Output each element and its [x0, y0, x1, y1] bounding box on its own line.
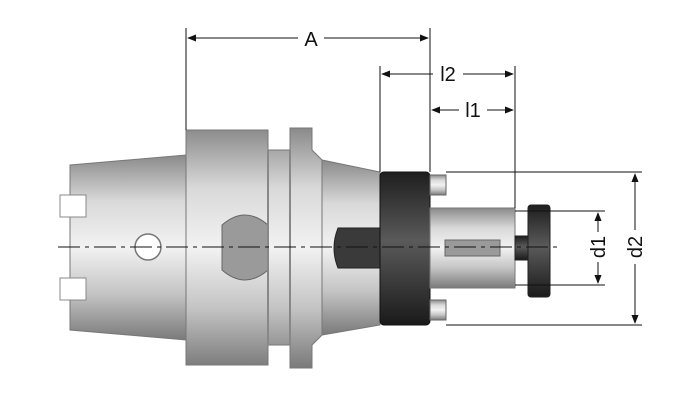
dimension-label-d1: d1 — [588, 236, 610, 258]
dimension-label-d2: d2 — [625, 236, 647, 258]
drive-keys — [429, 174, 447, 321]
dimension-d2: d2 — [446, 171, 647, 326]
dimension-l1: l1 — [431, 99, 514, 122]
dimension-label-l1: l1 — [465, 100, 481, 122]
hsk-taper-shank — [59, 154, 187, 341]
dimension-l2: l2 — [379, 63, 516, 208]
cutter-screw — [514, 204, 551, 298]
flange — [185, 127, 323, 369]
dimension-label-A: A — [304, 29, 318, 51]
clamping-collar — [379, 171, 431, 326]
dimension-A: A — [185, 28, 431, 172]
arbor-spigot — [429, 207, 516, 289]
dimension-d1: d1 — [515, 210, 610, 286]
dimension-label-l2: l2 — [440, 64, 456, 86]
